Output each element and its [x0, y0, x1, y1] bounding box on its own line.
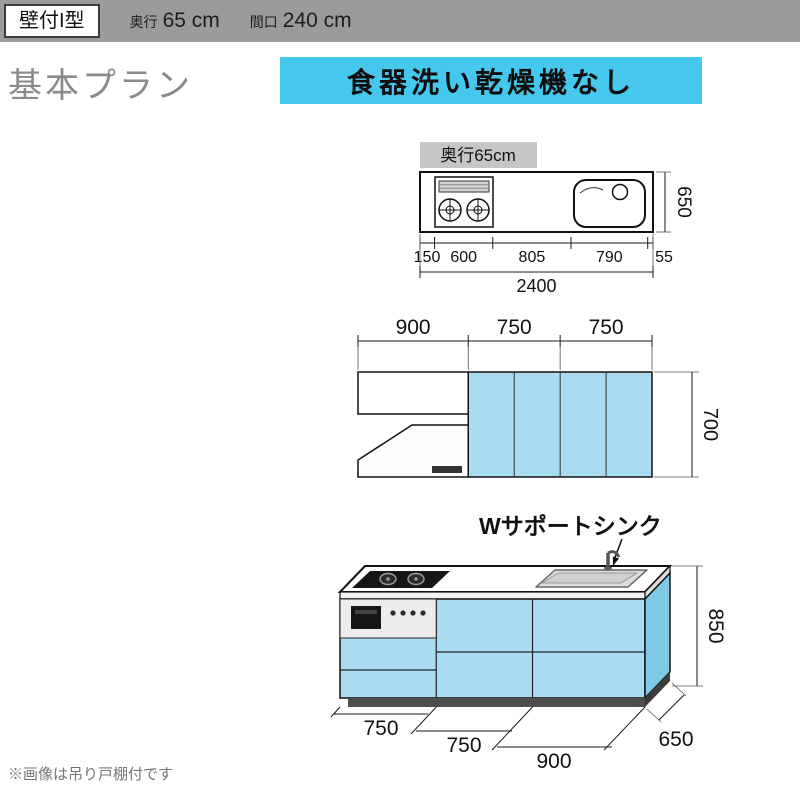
dim-total-2400: 2400	[516, 276, 556, 296]
depth-spec-label: 奥行	[129, 14, 158, 30]
plan-depth-dimension: 650	[656, 171, 694, 233]
tick-marks	[357, 335, 653, 347]
sink-plan	[573, 179, 646, 228]
dim-750-left: 750	[363, 717, 398, 740]
base-cabinet-front	[339, 598, 646, 699]
wall-cabinets	[467, 371, 653, 478]
toe-kick	[348, 698, 645, 707]
layout-type-badge: 壁付I型	[4, 4, 100, 38]
base-cabinet-perspective: Wサポートシンク	[330, 513, 727, 773]
plan-total-dimension: 2400	[419, 234, 654, 296]
dim-850: 850	[704, 608, 727, 643]
dim-750-b: 750	[589, 316, 624, 339]
dim-900: 900	[396, 316, 431, 339]
drawer-lines	[340, 651, 645, 671]
faucet	[604, 550, 621, 570]
depth-spec-value: 65 cm	[162, 9, 220, 32]
footnote: ※画像は吊り戸棚付です	[8, 766, 174, 783]
toe-kick-side	[645, 672, 670, 707]
sink-callout-label: Wサポートシンク	[479, 513, 662, 539]
hood-canopy	[357, 424, 469, 478]
base-height-dimension: 850	[672, 565, 727, 687]
range-front-panel	[339, 598, 437, 639]
wall-segment-dimensions: 900 750 750	[357, 316, 653, 370]
plan-segment-dimensions: 150 600 805 790 55	[414, 237, 673, 266]
base-width-dimensions: 750 750 900	[330, 706, 646, 773]
plan-view: 奥行65cm	[414, 142, 694, 296]
grill-vent	[438, 180, 490, 193]
depth-tag-label: 奥行65cm	[440, 146, 516, 165]
dim-600: 600	[450, 249, 477, 266]
dim-650-depth: 650	[658, 728, 693, 751]
burner-left	[438, 198, 462, 222]
dim-700: 700	[699, 408, 721, 441]
dim-900-right: 900	[536, 750, 571, 773]
cooktop-3d	[352, 571, 450, 588]
extension-lines	[330, 706, 646, 751]
depth-spec: 奥行 65 cm	[130, 9, 220, 33]
page-title: 基本プラン	[8, 67, 193, 105]
width-spec-value: 240 cm	[282, 9, 352, 32]
depth-tag-bg	[420, 142, 537, 168]
burner-right	[466, 198, 490, 222]
dim-805: 805	[519, 249, 546, 266]
dim-55: 55	[655, 249, 673, 266]
dim-750-a: 750	[497, 316, 532, 339]
countertop-front-edge	[339, 591, 646, 600]
width-spec-label: 間口	[249, 14, 278, 30]
wall-cabinet-elevation: 900 750 750	[357, 316, 721, 478]
grill-door	[351, 606, 381, 629]
dim-790: 790	[596, 249, 623, 266]
extension-lines	[357, 347, 653, 370]
range-hood	[357, 371, 469, 478]
hood-control-panel	[432, 466, 462, 473]
hood-upper-cabinet	[357, 371, 469, 415]
width-spec: 間口 240 cm	[250, 9, 352, 33]
plan-depth-dim-text: 650	[673, 186, 694, 218]
sink-callout-arrow	[612, 538, 623, 566]
cooktop-plan	[434, 176, 494, 228]
wall-height-dimension: 700	[654, 371, 721, 478]
base-depth-dimension: 650	[646, 682, 694, 751]
header-bar: 壁付I型 奥行 65 cm 間口 240 cm	[0, 0, 800, 42]
dim-150: 150	[414, 249, 441, 266]
no-dishwasher-banner: 食器洗い乾燥機なし	[280, 57, 702, 104]
dim-750-mid: 750	[446, 734, 481, 757]
faucet-hole	[611, 183, 629, 201]
sink-3d	[535, 550, 648, 588]
